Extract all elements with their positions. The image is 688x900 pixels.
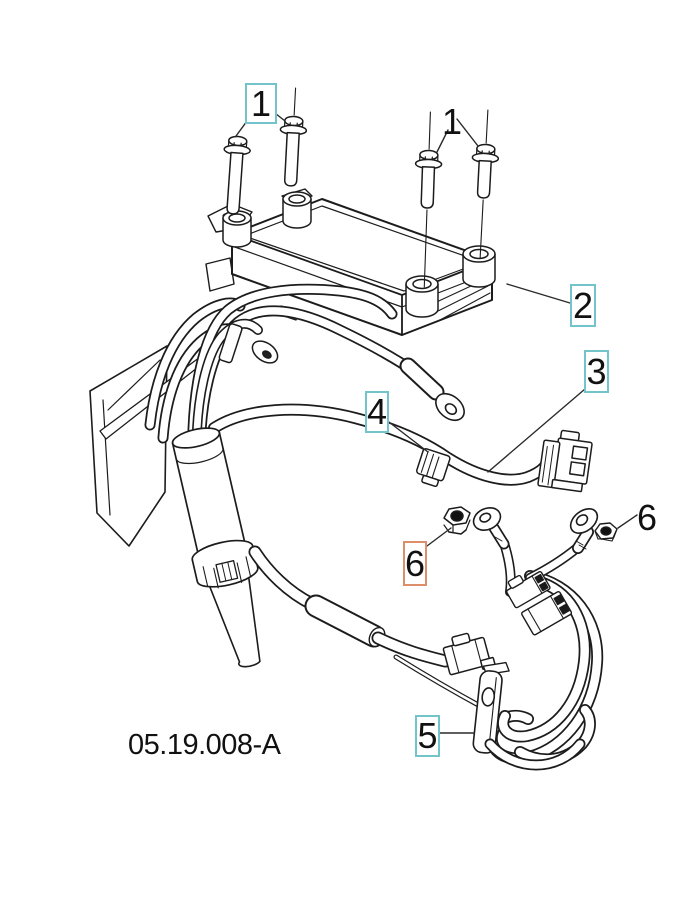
callout-1-right-label: 1	[441, 101, 463, 142]
harness-sleeve-drawing	[171, 427, 261, 668]
cable-clamp-drawing	[415, 448, 451, 488]
callout-4-label: 4	[366, 391, 388, 432]
callout-1-left-label: 1	[250, 82, 272, 124]
flange-bolts-drawing	[223, 87, 500, 288]
harness-tubes-drawing	[144, 283, 555, 486]
ring-terminal-upper	[399, 357, 465, 422]
hex-nut-right-drawing	[594, 522, 618, 542]
part-number-label: 05.19.008-A	[128, 729, 281, 761]
callout-3-label: 3	[586, 350, 607, 392]
callout-4[interactable]: 4	[365, 391, 389, 433]
callout-6-right: 6	[634, 500, 660, 536]
harness-connector-drawing	[537, 429, 593, 493]
callout-2-label: 2	[572, 284, 594, 326]
harness-clip-lug	[218, 323, 279, 364]
callout-5-label: 5	[417, 715, 438, 756]
callout-1-left[interactable]: 1	[245, 83, 277, 124]
callout-3[interactable]: 3	[584, 350, 609, 393]
callout-1-right: 1	[440, 104, 464, 140]
hex-nut-left-drawing	[443, 506, 471, 535]
callout-6-left-label: 6	[404, 542, 426, 584]
callout-6-right-label: 6	[636, 497, 658, 538]
lower-connector-drawing	[442, 632, 496, 676]
lower-cable-drawing	[248, 545, 485, 710]
callout-5[interactable]: 5	[415, 715, 440, 757]
module-corner-mounts	[222, 191, 496, 318]
connector-blocks-drawing	[506, 571, 573, 636]
callout-6-left[interactable]: 6	[403, 541, 427, 586]
cable-bracket-drawing	[472, 661, 586, 771]
callout-2[interactable]: 2	[570, 284, 596, 327]
